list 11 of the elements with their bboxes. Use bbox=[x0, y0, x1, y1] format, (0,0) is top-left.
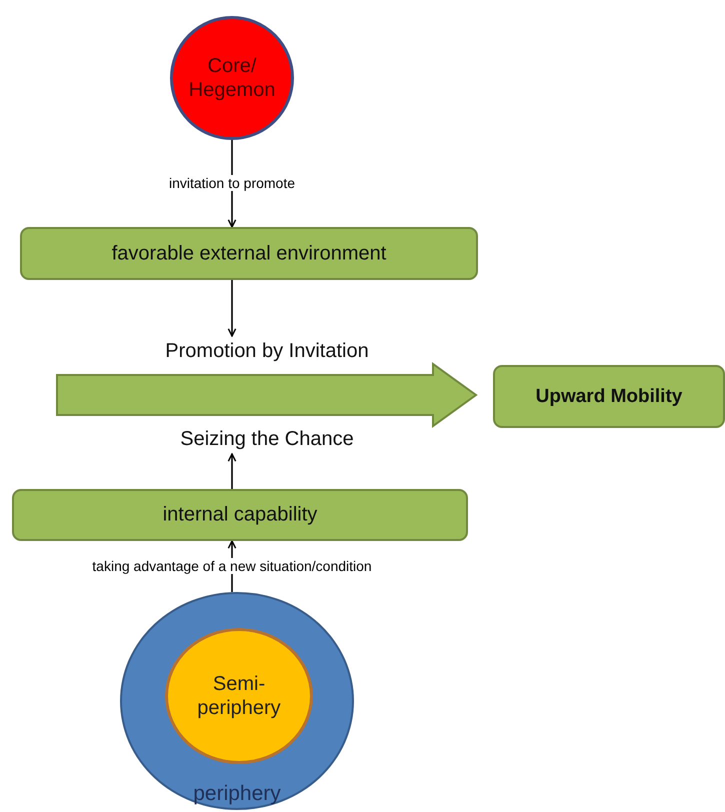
box-label: favorable external environment bbox=[110, 242, 388, 265]
rounded-box bbox=[493, 365, 725, 428]
arrow-caption: Seizing the Chance bbox=[179, 428, 355, 451]
circle-label: Core/ Hegemon bbox=[188, 54, 276, 102]
rounded-box bbox=[12, 489, 468, 541]
box-label: internal capability bbox=[162, 504, 318, 526]
rounded-box bbox=[20, 227, 478, 280]
box-label: Upward Mobility bbox=[534, 386, 684, 408]
arrow-caption: Promotion by Invitation bbox=[164, 340, 370, 363]
ring-label: periphery bbox=[192, 782, 282, 806]
circle-label: Semi- periphery bbox=[196, 672, 282, 720]
